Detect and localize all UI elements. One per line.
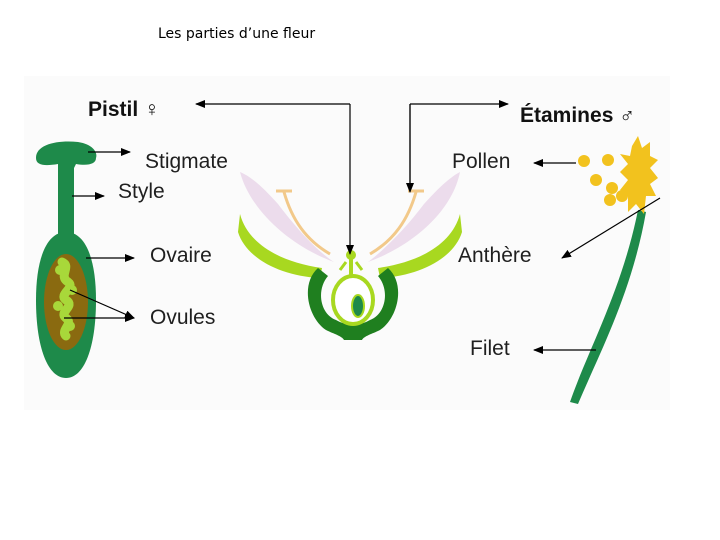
flower-stigma-lobes	[338, 261, 364, 271]
ovaire-label: Ovaire	[150, 244, 212, 267]
flower-ovule	[351, 294, 365, 318]
anthere-arrow	[561, 197, 661, 259]
ovule-dot	[53, 301, 63, 311]
style-shape	[58, 162, 74, 240]
center-arrows	[195, 100, 509, 255]
flower-illustration	[238, 172, 462, 340]
stamen-arrows	[533, 159, 661, 354]
stigma-shape	[36, 141, 97, 168]
diagram-background	[24, 76, 670, 410]
pistil-arrows	[64, 148, 135, 322]
left-sepal	[238, 214, 322, 278]
stigmate-label: Stigmate	[145, 150, 228, 173]
style-label: Style	[118, 180, 165, 203]
slide-title: Les parties d’une fleur	[158, 26, 316, 42]
receptacle-shape	[307, 268, 399, 340]
pollen-label: Pollen	[452, 150, 510, 173]
anthere-label: Anthère	[458, 244, 532, 267]
right-petal	[368, 172, 460, 262]
pollen-grain	[602, 154, 614, 166]
pollen-grain	[590, 174, 602, 186]
stamen-illustration	[570, 136, 658, 404]
pollen-grain	[606, 182, 618, 194]
flower-stigma	[346, 250, 356, 260]
filament-shape	[570, 210, 646, 404]
stamen-left	[282, 191, 331, 256]
anther-shape	[620, 136, 658, 214]
pistil-illustration	[36, 141, 97, 378]
left-petal	[240, 172, 334, 262]
pistil-label: Pistil ♀	[88, 98, 160, 121]
pollen-grain	[616, 190, 628, 202]
ovules-label: Ovules	[150, 306, 215, 329]
ovule-dot	[65, 321, 75, 331]
pollen-grain	[604, 194, 616, 206]
ovules-arrow-1	[69, 289, 135, 319]
ovule-dot	[55, 265, 65, 275]
pollen-grain	[578, 155, 590, 167]
etamines-label: Étamines ♂	[520, 104, 635, 127]
stamen-right	[369, 191, 418, 256]
ovule-dot	[67, 285, 77, 295]
filet-label: Filet	[470, 337, 510, 360]
